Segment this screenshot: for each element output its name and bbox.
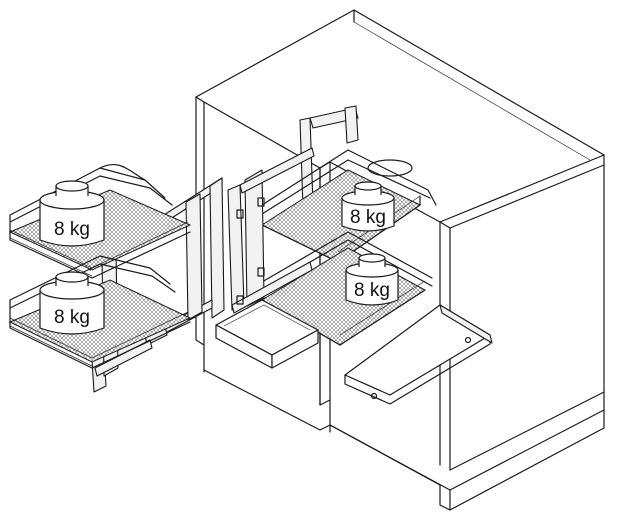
frame-clip-bottom bbox=[257, 267, 265, 277]
cabinet-left-top-corner bbox=[195, 96, 205, 103]
plinth-right bbox=[329, 391, 605, 491]
frame-bracket-bottom bbox=[236, 295, 244, 305]
left-door-inner-post bbox=[185, 193, 203, 321]
weight-knob-top bbox=[354, 181, 382, 191]
cabinet-left-side bbox=[195, 96, 205, 346]
left-lower-basket-front bbox=[9, 299, 191, 369]
rear-post bbox=[344, 105, 359, 144]
frame-mid-post bbox=[244, 169, 265, 307]
right-upper-basket-rim-2 bbox=[261, 159, 431, 215]
left-upper-basket-curve bbox=[99, 163, 146, 181]
frame-front-post bbox=[227, 184, 245, 311]
weight-right-lower: 8 kg bbox=[345, 253, 399, 306]
right-upper-basket-rear-hoop bbox=[367, 159, 413, 177]
lower-drawer-side bbox=[271, 329, 319, 369]
left-lower-basket-front-rail bbox=[9, 311, 189, 359]
left-lower-basket-rim bbox=[9, 255, 171, 301]
base-slide-bolt-2 bbox=[464, 336, 472, 344]
right-upper-basket-rim bbox=[261, 149, 437, 206]
weight-knob-top bbox=[55, 180, 89, 192]
left-upper-basket-rim bbox=[9, 167, 166, 216]
base-slide-rail bbox=[439, 304, 493, 344]
left-door-right-post bbox=[209, 177, 225, 319]
frame-clip-top bbox=[257, 197, 265, 207]
cabinet-top-back-edge bbox=[195, 9, 605, 156]
weight-left-upper: 8 kg bbox=[39, 180, 105, 247]
left-upper-basket-front-rail-2 bbox=[9, 237, 93, 277]
plinth-bottom-right bbox=[449, 427, 605, 511]
cabinet-back-inner-edge bbox=[353, 21, 591, 161]
weight-label: 8 kg bbox=[54, 219, 90, 240]
frame-bracket-top bbox=[236, 209, 244, 219]
weight-knob-top bbox=[358, 253, 386, 263]
lower-drawer-inner bbox=[223, 304, 311, 331]
weight-body bbox=[39, 200, 105, 247]
rear-slide-assembly bbox=[299, 105, 493, 405]
right-lower-basket-rim bbox=[261, 231, 433, 283]
weight-body bbox=[345, 270, 399, 306]
frame-lower-bar bbox=[231, 261, 313, 314]
base-slide-bolt bbox=[370, 392, 378, 400]
weight-body bbox=[39, 290, 105, 335]
weight-label: 8 kg bbox=[350, 207, 386, 228]
cabinet-right-top-inner bbox=[449, 164, 605, 229]
cabinet-right-top-corner bbox=[439, 221, 451, 229]
weight-left-lower: 8 kg bbox=[39, 271, 105, 335]
weight-label: 8 kg bbox=[54, 307, 90, 328]
left-upper-basket-front bbox=[9, 214, 191, 279]
plinth-left bbox=[203, 339, 331, 431]
cabinet-right-side bbox=[439, 154, 605, 471]
front-swing-frame bbox=[215, 147, 319, 369]
right-lower-basket-front-rail bbox=[339, 280, 426, 336]
weight-label: 8 kg bbox=[354, 280, 390, 301]
right-upper-basket-floor bbox=[260, 169, 421, 263]
weight-knob-top bbox=[55, 271, 89, 283]
weight-body bbox=[341, 198, 395, 232]
weight-right-upper: 8 kg bbox=[341, 181, 395, 232]
plinth-front-corner bbox=[329, 424, 451, 511]
left-lower-basket-front-rail-2 bbox=[9, 325, 93, 367]
frame-top-bar bbox=[239, 147, 315, 194]
